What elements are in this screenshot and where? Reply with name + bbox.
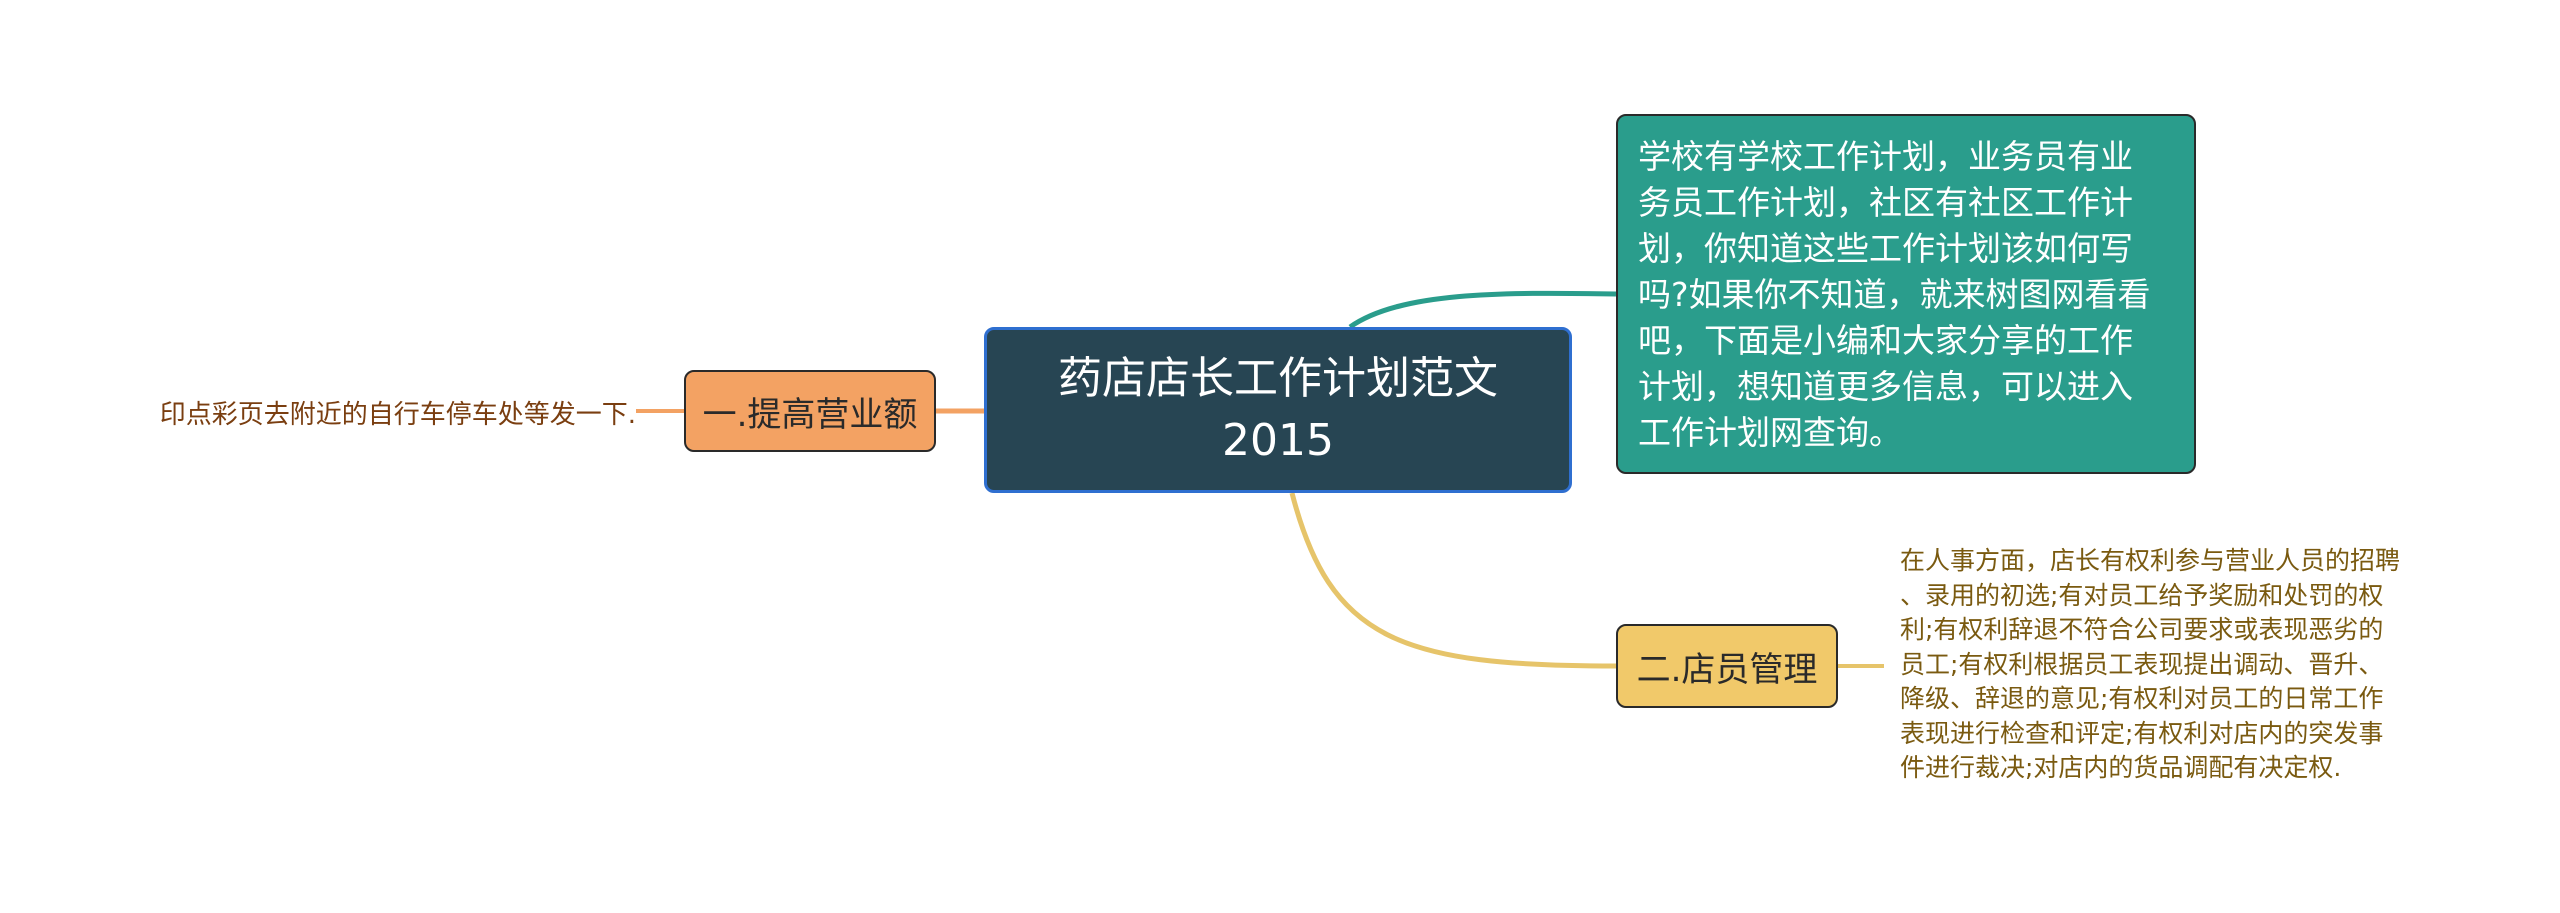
root-title: 药店店长工作计划范文2015 bbox=[1058, 353, 1498, 466]
branch-label: 一.提高营业额 bbox=[702, 394, 918, 435]
connector-root-to-intro bbox=[1348, 290, 1617, 330]
leaf-text: 在人事方面，店长有权利参与营业人员的招聘、录用的初选;有对员工给予奖励和处罚的权… bbox=[1900, 546, 2401, 782]
branch-node-revenue[interactable]: 一.提高营业额 bbox=[684, 370, 936, 452]
root-node[interactable]: 药店店长工作计划范文2015 bbox=[984, 327, 1572, 493]
branch-node-staff[interactable]: 二.店员管理 bbox=[1616, 624, 1838, 708]
connector-root-to-branch2 bbox=[1289, 492, 1617, 669]
branch-label: 二.店员管理 bbox=[1636, 649, 1818, 690]
intro-text: 学校有学校工作计划，业务员有业务员工作计划，社区有社区工作计划，你知道这些工作计… bbox=[1638, 137, 2151, 452]
intro-node[interactable]: 学校有学校工作计划，业务员有业务员工作计划，社区有社区工作计划，你知道这些工作计… bbox=[1616, 114, 2196, 474]
leaf-node-revenue[interactable]: 印点彩页去附近的自行车停车处等发一下. bbox=[126, 392, 636, 432]
leaf-text: 印点彩页去附近的自行车停车处等发一下. bbox=[159, 399, 636, 430]
leaf-node-staff[interactable]: 在人事方面，店长有权利参与营业人员的招聘、录用的初选;有对员工给予奖励和处罚的权… bbox=[1900, 544, 2460, 792]
